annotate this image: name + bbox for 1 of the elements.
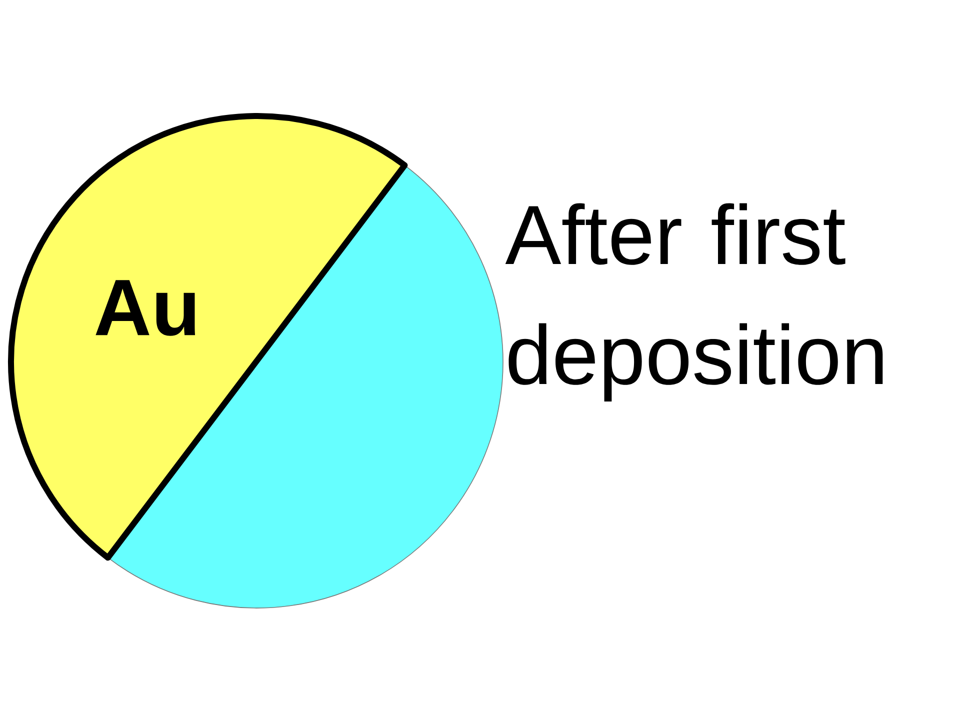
caption-text: After first deposition (505, 203, 883, 402)
